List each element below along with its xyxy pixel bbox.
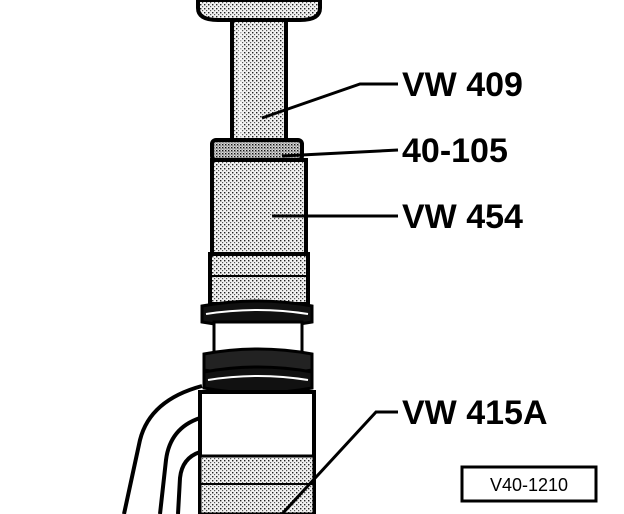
callout-vw415a: VW 415A: [402, 394, 548, 432]
callout-40-105: 40-105: [402, 132, 508, 170]
callout-vw454: VW 454: [402, 198, 523, 236]
figure-ref-box: V40-1210: [460, 465, 598, 503]
figure-ref-label: V40-1210: [490, 475, 568, 495]
press-head: [196, 0, 322, 22]
support-frame: [122, 384, 203, 514]
leader-lines: [261, 82, 399, 514]
vw454-sleeve: [210, 158, 308, 258]
vw415a-tube: [198, 390, 316, 514]
callout-vw409: VW 409: [402, 66, 523, 104]
spring-coils: [200, 299, 314, 395]
